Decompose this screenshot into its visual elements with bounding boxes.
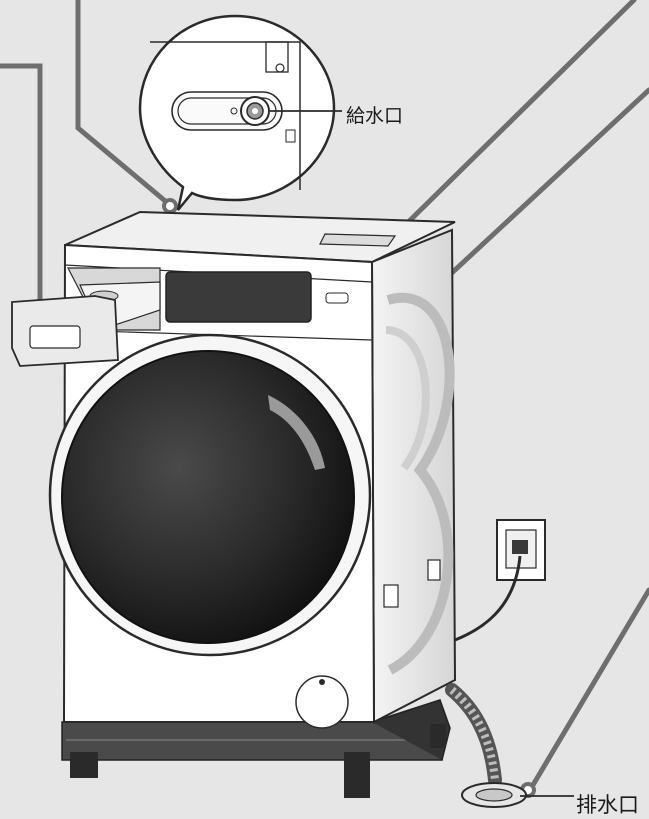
foot-right-front [344,752,370,798]
leader-dot-top [164,200,176,212]
wall-outlet [455,520,545,640]
door-glass [62,351,354,643]
foot-left-front [70,752,98,778]
leader-line-drain [530,590,649,790]
water-supply-port-label: 給水口 [346,101,403,128]
control-display [166,272,311,322]
foot-right-back [430,724,446,748]
power-button-icon [326,293,348,303]
machine-side [372,230,455,722]
leader-line-detergent-drawer [0,66,40,300]
water-inlet-callout [140,16,342,210]
leader-line-top-right-panel [390,0,634,240]
drain-port-label: 排水口 [576,789,639,819]
